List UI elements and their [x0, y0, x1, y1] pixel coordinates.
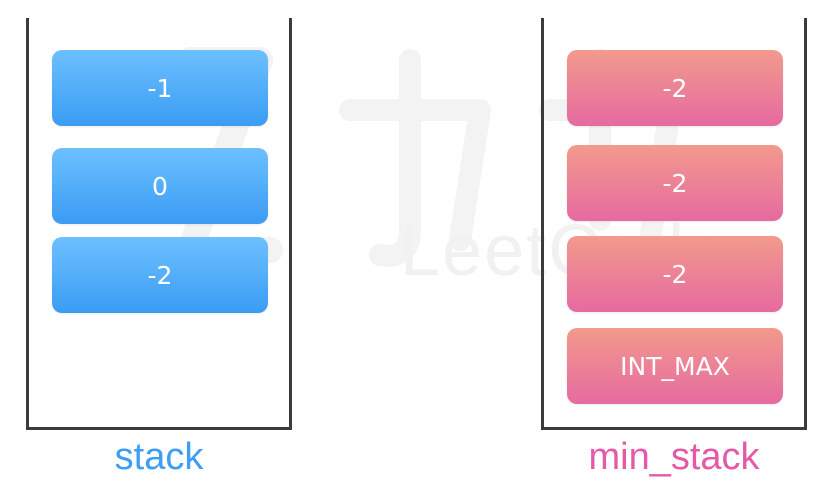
- stack-item-top: -1: [52, 50, 268, 126]
- min-stack-container: [541, 18, 807, 430]
- stack-container: [26, 18, 292, 430]
- min-stack-item-bottom: INT_MAX: [567, 328, 783, 404]
- stack-label: stack: [114, 436, 204, 478]
- min-stack-item-top: -2: [567, 50, 783, 126]
- stack-item-bottom: -2: [52, 237, 268, 313]
- min-stack-item-third: -2: [567, 236, 783, 312]
- stack-item-middle: 0: [52, 148, 268, 224]
- min-stack-label: min_stack: [588, 436, 760, 478]
- min-stack-item-second: -2: [567, 145, 783, 221]
